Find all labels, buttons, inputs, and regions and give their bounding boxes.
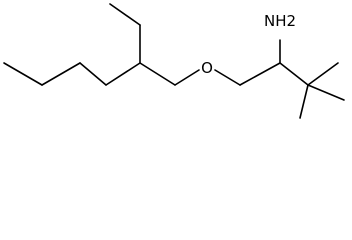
bond-ethyl-ch2-ch3 (109, 3, 141, 26)
bond-butyl-c3-c4 (79, 62, 107, 86)
bond-ch2-ch-amine (239, 62, 281, 86)
bond-butyl-c1-c2 (3, 62, 43, 86)
skeletal-formula: O NH2 (3, 3, 345, 119)
bond-ch-quaternary-c (279, 62, 309, 86)
bond-ch2-oxygen (174, 69, 200, 86)
bond-oxygen-ch2 (214, 69, 241, 86)
bond-quaternary-methyl-right (307, 84, 345, 101)
bond-butyl-c4-branch (105, 62, 141, 86)
amine-group-label: NH2 (264, 12, 296, 30)
oxygen-atom-label: O (201, 59, 213, 77)
bond-branch-ch2 (139, 62, 176, 86)
bond-quaternary-methyl-bottom (299, 84, 309, 119)
bond-quaternary-methyl-top (307, 62, 339, 86)
bond-butyl-c2-c3 (41, 62, 81, 86)
